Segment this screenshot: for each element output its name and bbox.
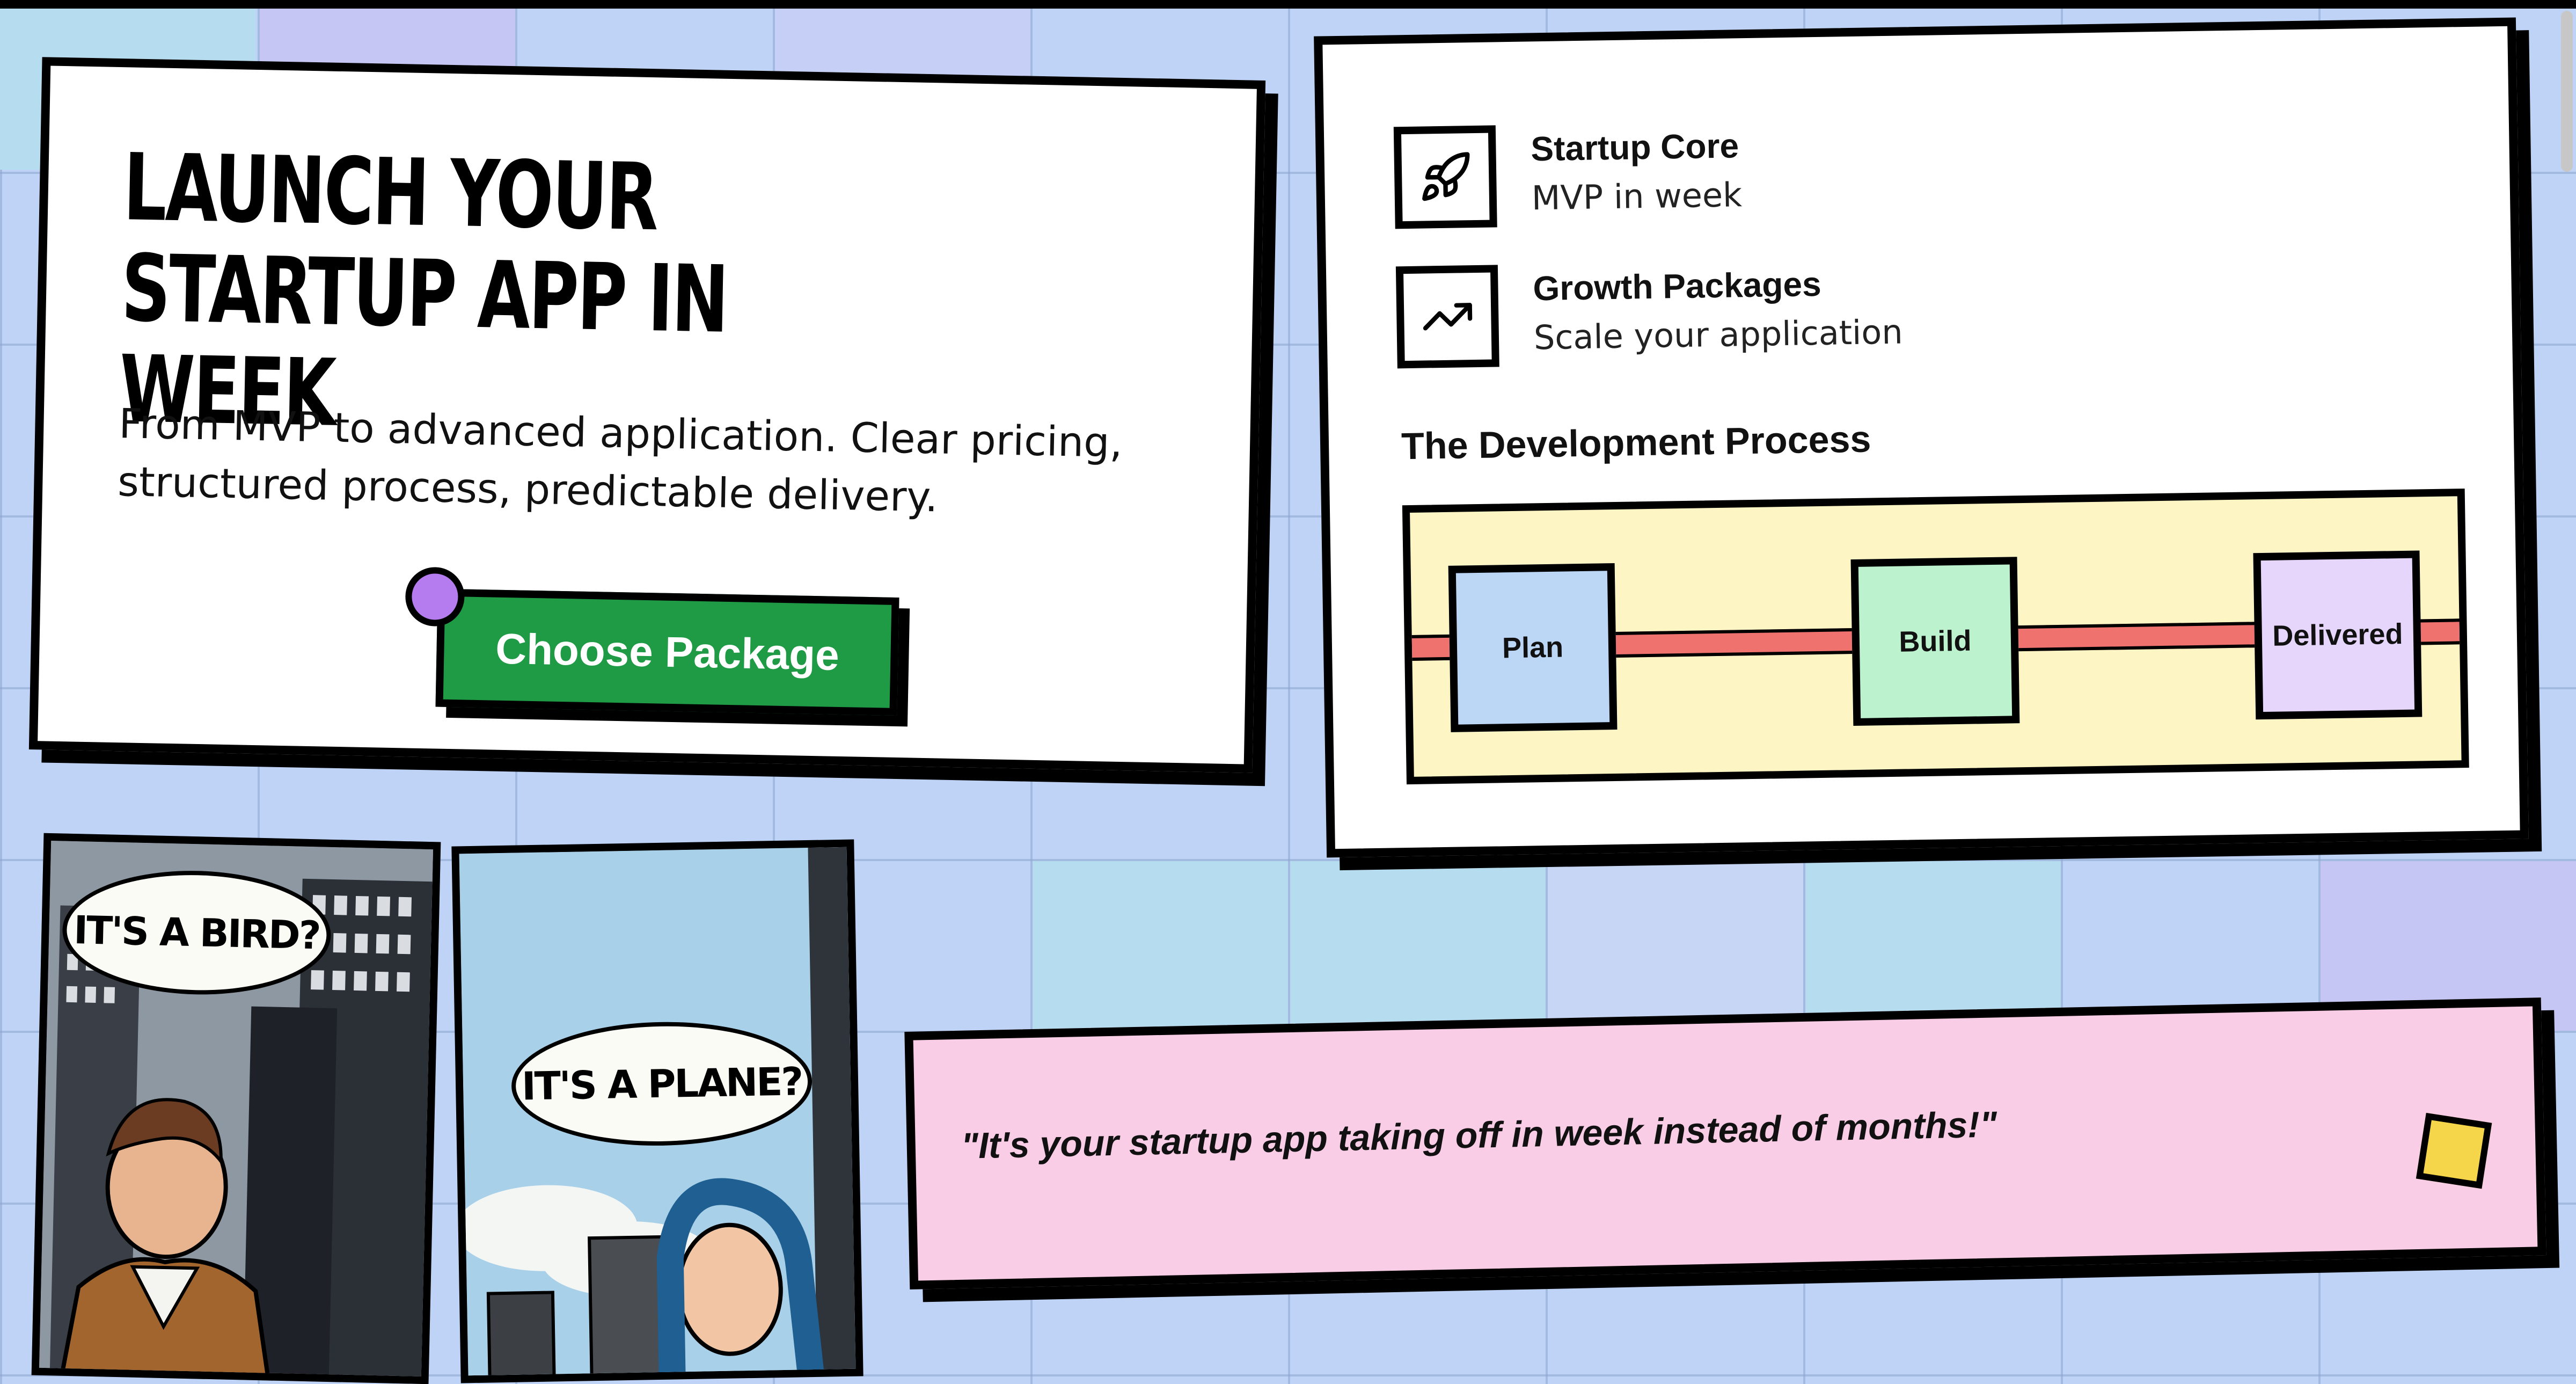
bg-tile — [1548, 861, 1803, 1031]
process-diagram: Plan Build Delivered — [1402, 489, 2469, 785]
hero-card: LAUNCH YOUR STARTUP APP IN WEEK From MVP… — [28, 57, 1266, 773]
choose-package-button[interactable]: Choose Package — [435, 588, 899, 716]
process-title: The Development Process — [1401, 418, 1871, 468]
bg-tile — [1290, 861, 1546, 1031]
step-plan: Plan — [1448, 563, 1618, 732]
trending-up-icon — [1395, 265, 1499, 369]
bg-tile — [1033, 861, 1288, 1031]
feature-growth-packages[interactable]: Growth Packages Scale your application — [1395, 265, 1903, 374]
feature-title: Growth Packages — [1532, 264, 1822, 308]
scrollbar[interactable] — [2561, 11, 2573, 172]
comic-panel-plane: IT'S A PLANE? — [451, 839, 863, 1383]
rocket-icon — [1393, 125, 1497, 229]
step-build: Build — [1850, 557, 2020, 726]
feature-title: Startup Core — [1530, 126, 1739, 169]
top-bar — [0, 0, 2576, 9]
bg-tile — [1805, 861, 2061, 1031]
feature-desc: Scale your application — [1533, 312, 1904, 358]
feature-startup-core[interactable]: Startup Core MVP in week — [1393, 125, 1743, 234]
quote-text: "It's your startup app taking off in wee… — [960, 1104, 1997, 1167]
hero-subtitle: From MVP to advanced application. Clear … — [117, 399, 1123, 521]
features-card: Startup Core MVP in week Growth Packages… — [1314, 17, 2529, 858]
step-delivered: Delivered — [2253, 550, 2423, 720]
comic-panel-bird: IT'S A BIRD? — [31, 833, 441, 1384]
feature-desc: MVP in week — [1531, 175, 1743, 218]
quote-card: "It's your startup app taking off in wee… — [904, 997, 2546, 1290]
decorative-square — [2416, 1112, 2492, 1189]
